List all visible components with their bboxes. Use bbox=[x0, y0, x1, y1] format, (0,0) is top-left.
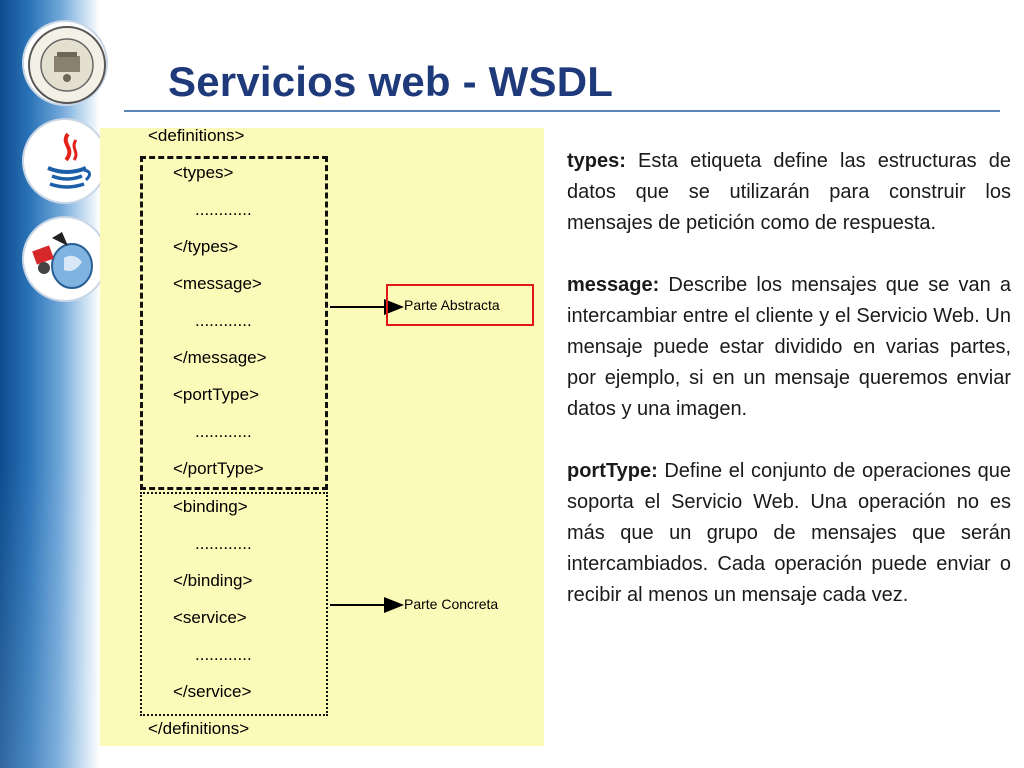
tag-types-open: <types> bbox=[173, 163, 234, 182]
tag-service-close: </service> bbox=[173, 682, 252, 701]
tag-types-close: </types> bbox=[173, 237, 239, 256]
tag-message-close: </message> bbox=[173, 348, 267, 367]
types-text: Esta etiqueta define las estructuras de … bbox=[567, 150, 1011, 234]
page-title: Servicios web - WSDL bbox=[168, 58, 614, 105]
diagram-arrows bbox=[330, 299, 404, 613]
tag-service-open: <service> bbox=[173, 608, 247, 627]
ellipsis-message: ............ bbox=[195, 311, 252, 330]
wsdl-structure-diagram: <definitions> <types> ............ </typ… bbox=[100, 126, 544, 746]
tag-porttype-close: </portType> bbox=[173, 459, 264, 478]
porttype-text: Define el conjunto de operaciones que so… bbox=[567, 460, 1011, 606]
types-description: types: Esta etiqueta define las estructu… bbox=[567, 146, 1011, 239]
tag-porttype-open: <portType> bbox=[173, 385, 260, 404]
message-term: message: bbox=[567, 274, 660, 296]
web-services-logo-icon bbox=[22, 216, 108, 302]
porttype-term: portType: bbox=[567, 460, 658, 482]
title-divider bbox=[124, 110, 1000, 112]
tag-message-open: <message> bbox=[173, 274, 262, 293]
ellipsis-porttype: ............ bbox=[195, 422, 252, 441]
ellipsis-types: ............ bbox=[195, 200, 252, 219]
university-seal-icon bbox=[22, 20, 108, 106]
concrete-part-label: Parte Concreta bbox=[404, 596, 499, 612]
ellipsis-binding: ............ bbox=[195, 534, 252, 553]
abstract-part-label: Parte Abstracta bbox=[404, 297, 500, 313]
abstract-highlight-box bbox=[386, 284, 534, 326]
message-text: Describe los mensajes que se van a inter… bbox=[567, 274, 1011, 420]
abstract-part-frame bbox=[140, 156, 328, 490]
description-column: types: Esta etiqueta define las estructu… bbox=[567, 146, 1011, 642]
types-term: types: bbox=[567, 150, 626, 172]
message-description: message: Describe los mensajes que se va… bbox=[567, 270, 1011, 425]
java-logo-icon bbox=[22, 118, 108, 204]
sidebar-fade bbox=[0, 0, 100, 768]
tag-definitions-open: <definitions> bbox=[148, 126, 245, 145]
porttype-description: portType: Define el conjunto de operacio… bbox=[567, 456, 1011, 611]
tag-binding-close: </binding> bbox=[173, 571, 253, 590]
tag-definitions-close: </definitions> bbox=[148, 719, 250, 738]
concrete-part-frame bbox=[140, 492, 328, 716]
ellipsis-service: ............ bbox=[195, 645, 252, 664]
tag-binding-open: <binding> bbox=[173, 497, 248, 516]
